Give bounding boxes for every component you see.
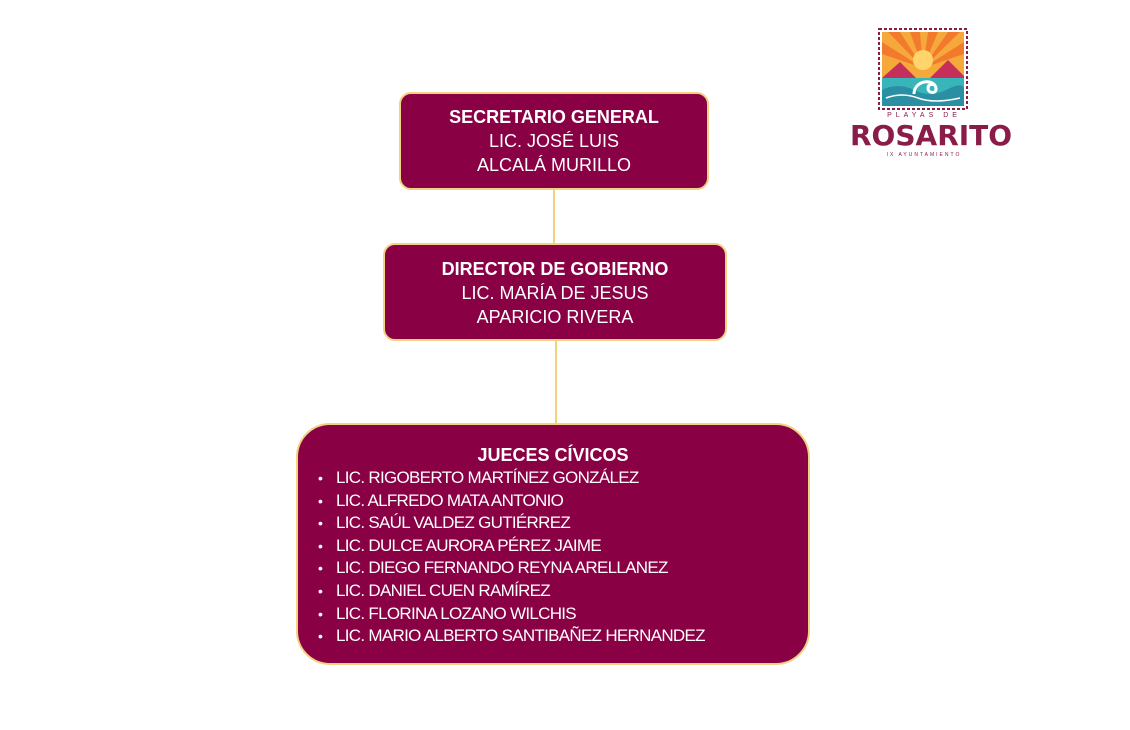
bullet-icon: •	[318, 628, 323, 645]
rosarito-logo: PLAYAS DE ROSARITO IX AYUNTAMIENTO	[850, 28, 1013, 160]
jueces-title: JUECES CÍVICOS	[477, 445, 629, 465]
list-item: •LIC. MARIO ALBERTO SANTIBAÑEZ HERNANDEZ	[318, 625, 808, 648]
director-title: DIRECTOR DE GOBIERNO	[441, 259, 669, 279]
list-item: •LIC. DULCE AURORA PÉREZ JAIME	[318, 535, 808, 558]
sun-wave-logo-icon	[878, 28, 968, 110]
bullet-icon: •	[318, 470, 323, 486]
secretario-name-line1: LIC. JOSÉ LUIS	[488, 131, 620, 151]
connector-secretario-director	[553, 190, 555, 243]
director-name-line1: LIC. MARÍA DE JESUS	[461, 283, 649, 303]
director-name-line2: APARICIO RIVERA	[476, 307, 634, 327]
logo-sub-text: IX AYUNTAMIENTO	[886, 152, 962, 158]
secretario-name-line2: ALCALÁ MURILLO	[476, 155, 632, 175]
bullet-icon: •	[318, 582, 323, 599]
bullet-icon: •	[318, 537, 323, 554]
bullet-icon: •	[318, 492, 323, 509]
jueces-civicos-box: JUECES CÍVICOS •LIC. RIGOBERTO MARTÍNEZ …	[296, 423, 810, 665]
jueces-list: •LIC. RIGOBERTO MARTÍNEZ GONZÁLEZ •LIC. …	[298, 467, 808, 648]
logo-top-text: PLAYAS DE	[887, 112, 961, 119]
secretario-title: SECRETARIO GENERAL	[449, 107, 659, 127]
list-item: •LIC. FLORINA LOZANO WILCHIS	[318, 603, 808, 626]
director-gobierno-box: DIRECTOR DE GOBIERNO LIC. MARÍA DE JESUS…	[383, 243, 727, 341]
logo-main-text: ROSARITO	[850, 119, 1013, 152]
list-item: •LIC. SAÚL VALDEZ GUTIÉRREZ	[318, 512, 808, 535]
bullet-icon: •	[318, 605, 323, 622]
connector-director-jueces	[555, 341, 557, 423]
list-item: •LIC. ALFREDO MATA ANTONIO	[318, 490, 808, 513]
secretario-general-box: SECRETARIO GENERAL LIC. JOSÉ LUIS ALCALÁ…	[399, 92, 709, 190]
bullet-icon: •	[318, 515, 323, 532]
list-item: •LIC. RIGOBERTO MARTÍNEZ GONZÁLEZ	[318, 467, 808, 490]
list-item: •LIC. DANIEL CUEN RAMÍREZ	[318, 580, 808, 603]
list-item: •LIC. DIEGO FERNANDO REYNA ARELLANEZ	[318, 557, 808, 580]
bullet-icon: •	[318, 560, 323, 577]
